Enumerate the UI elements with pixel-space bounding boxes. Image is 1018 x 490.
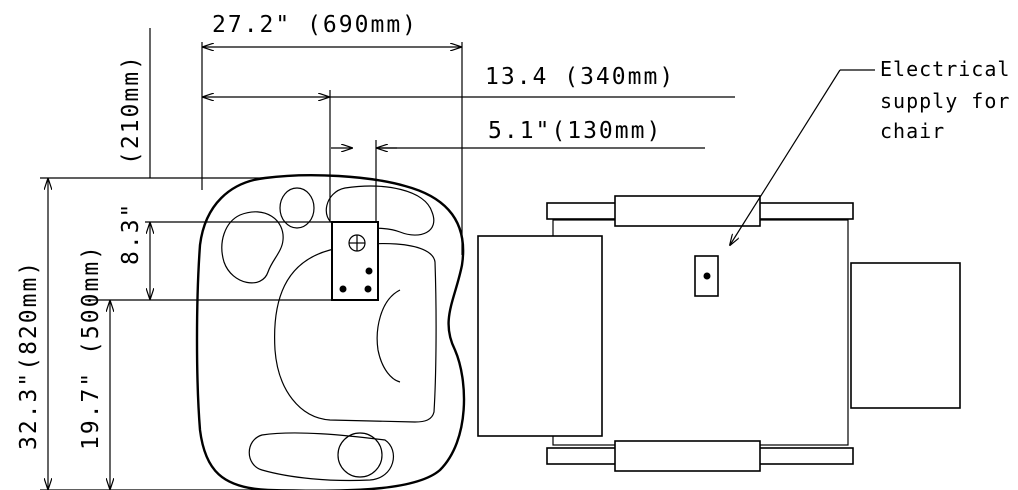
- footrest: [850, 262, 961, 409]
- connection-dot-1: [339, 285, 347, 293]
- dim-depth-overall: 32.3"(820mm): [16, 260, 42, 450]
- dim-box-offset: 5.1"(130mm): [488, 118, 662, 144]
- callout-line-2: supply for: [880, 89, 1010, 113]
- dim-depth-to-box: 19.7" (500mm): [78, 244, 104, 450]
- base-outline: [195, 173, 466, 490]
- footrest-post: [337, 432, 383, 478]
- electrical-supply-box: [694, 255, 719, 297]
- chair-base-plan: [195, 173, 466, 490]
- dim-box-height-mm: (210mm): [118, 54, 144, 165]
- callout-line-1: Electrical: [880, 57, 1010, 81]
- connection-dot-3: [364, 285, 372, 293]
- dim-center-offset: 13.4 (340mm): [485, 64, 675, 90]
- top-armrest: [614, 195, 761, 227]
- footrest-slot: [248, 432, 394, 482]
- dimension-lines: [40, 28, 735, 490]
- round-post: [279, 187, 315, 229]
- electrical-supply-dot: [703, 272, 711, 280]
- dim-box-height-in: 8.3": [118, 202, 144, 265]
- bottom-armrest: [614, 440, 761, 472]
- headrest-slot: [325, 185, 435, 236]
- connection-dot-2: [365, 267, 373, 275]
- dim-width-overall: 27.2" (690mm): [212, 12, 418, 38]
- chair-side-view: [477, 195, 961, 472]
- callout-line-3: chair: [880, 119, 945, 143]
- seat-inner: [376, 289, 401, 383]
- backrest: [477, 235, 603, 437]
- callout-leader: [730, 69, 875, 245]
